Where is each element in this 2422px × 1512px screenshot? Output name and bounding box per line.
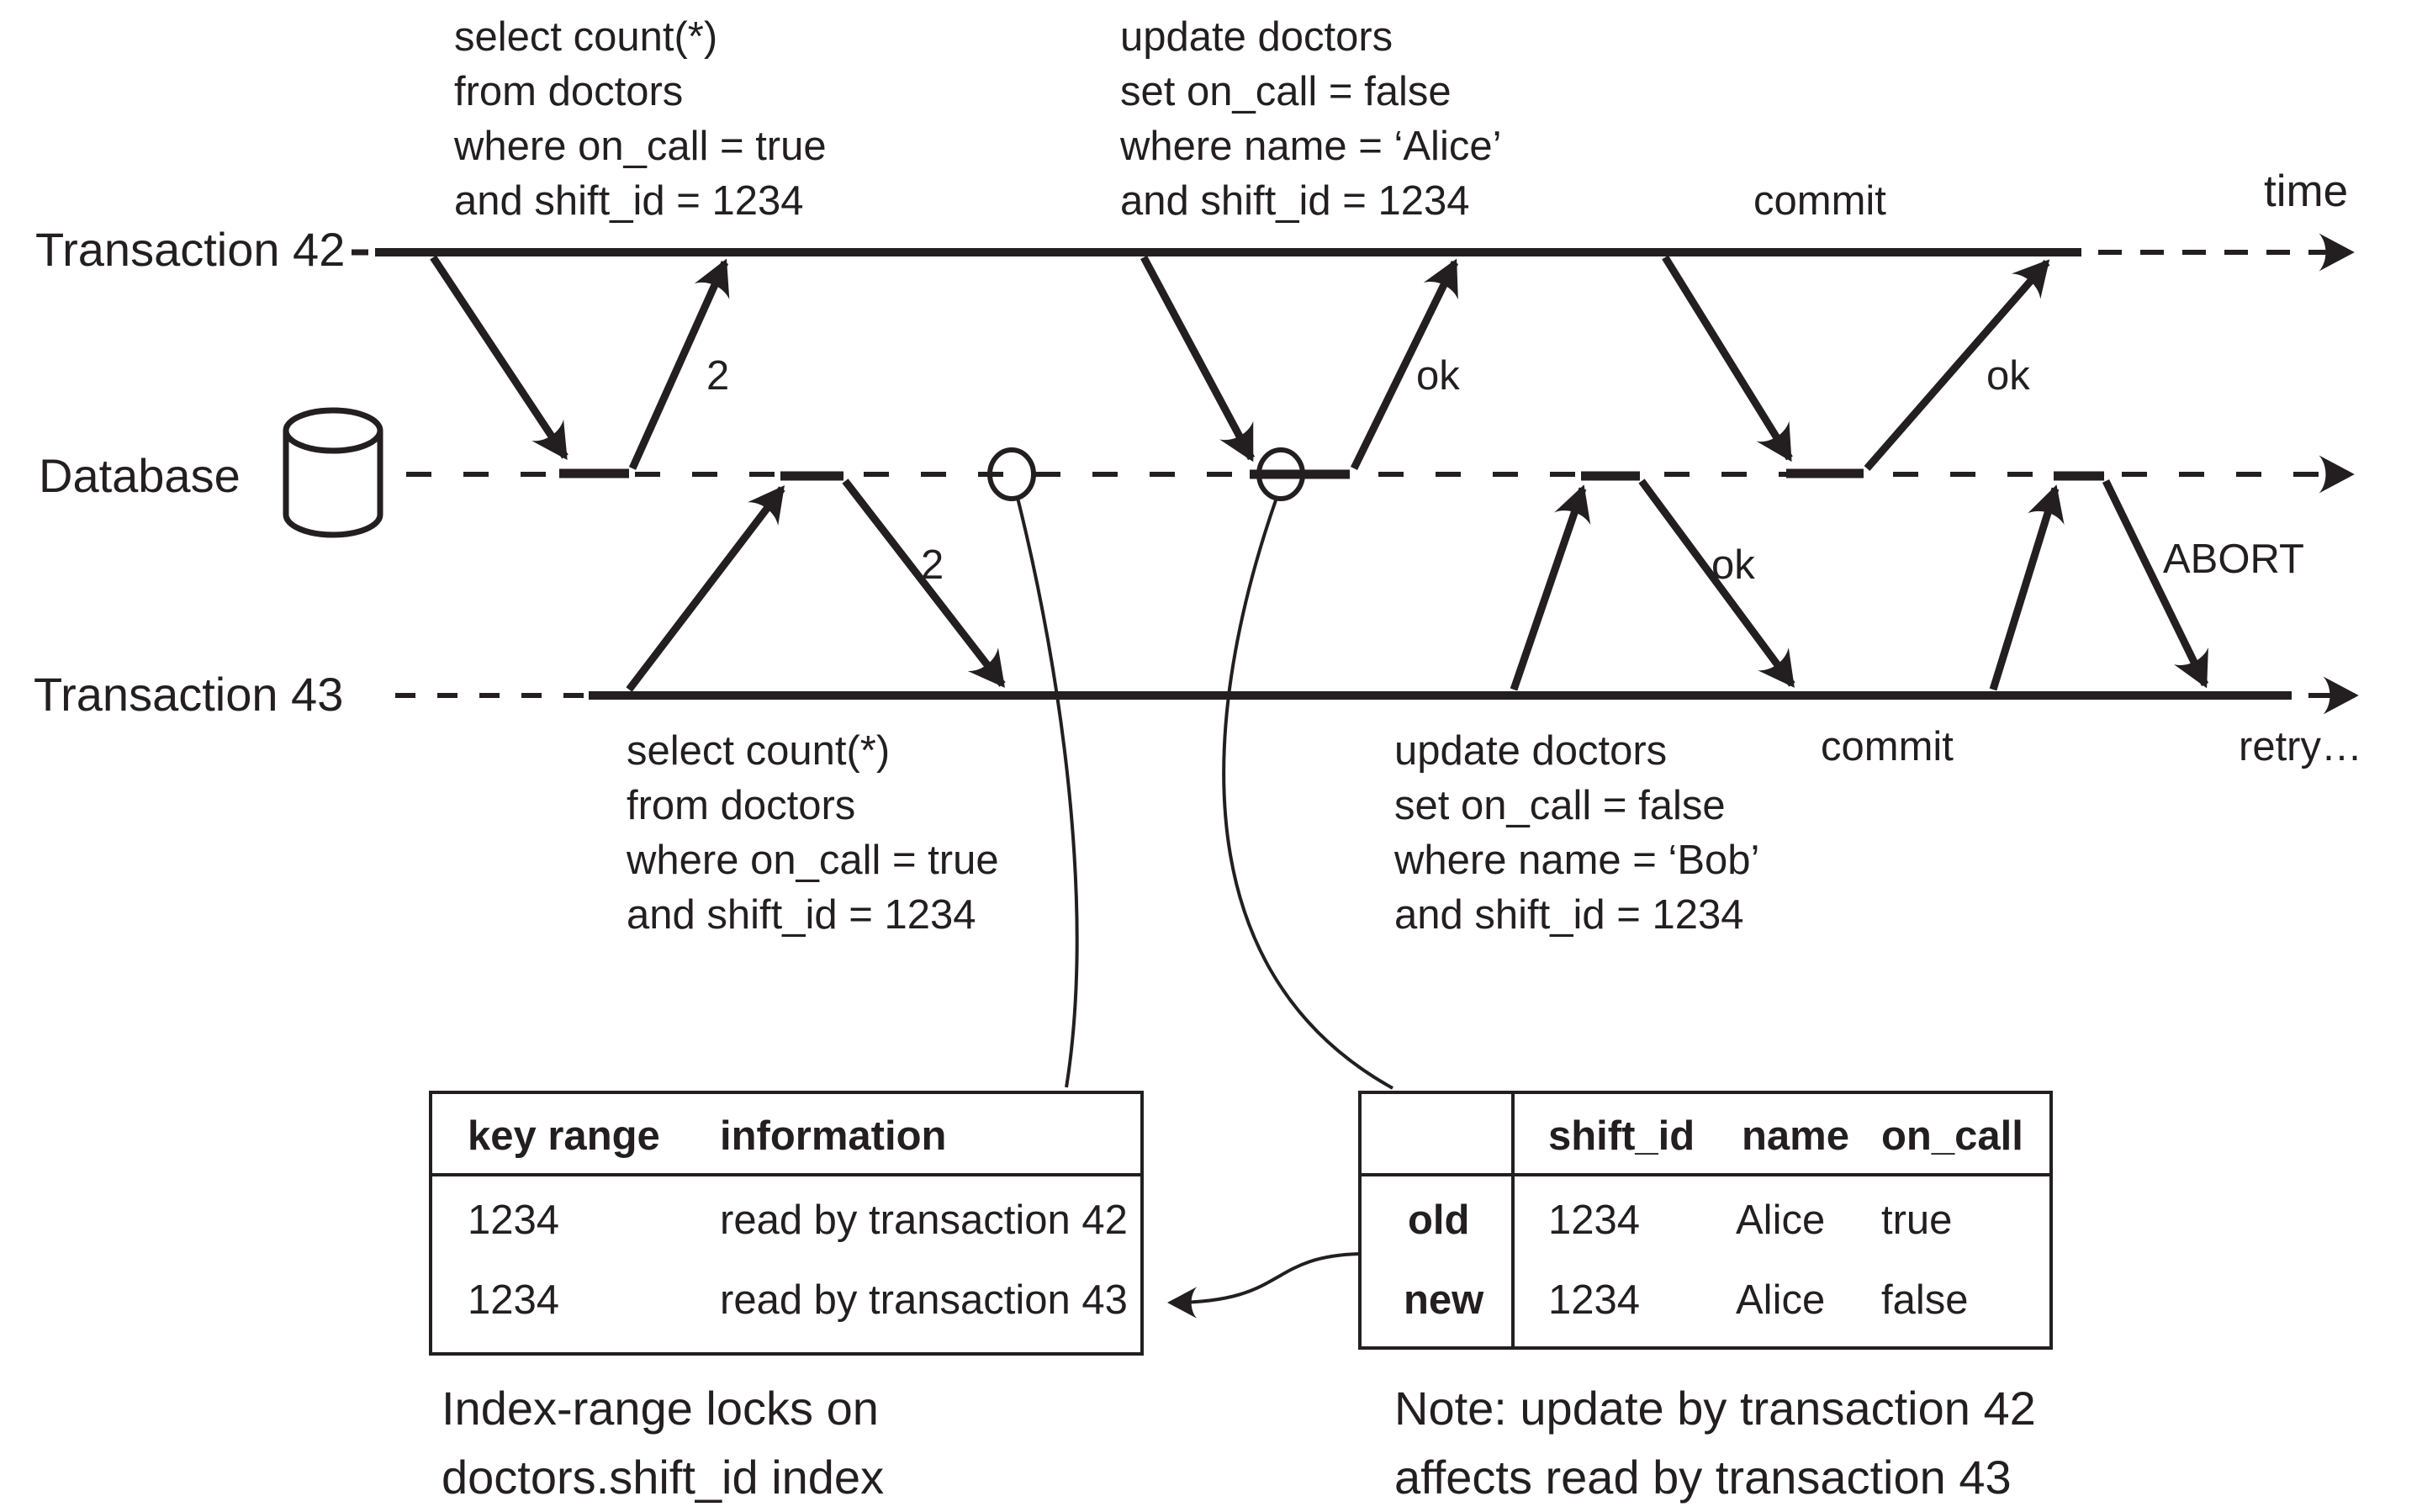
tx43-update-sql: update doctors set on_call = false where…: [1394, 724, 1759, 943]
tx42-update-sql: update doctors set on_call = false where…: [1120, 10, 1501, 229]
tx42-select-arrows: [430, 255, 730, 478]
sql-line: select count(*): [627, 728, 891, 774]
caption-line: Note: update by transaction 42: [1394, 1382, 2036, 1435]
tx43-label: Transaction 43: [34, 668, 344, 721]
db-label: Database: [39, 449, 241, 502]
row-table-old-name: Alice: [1736, 1197, 1826, 1243]
row-table-new-on-call: false: [1881, 1277, 1969, 1323]
lock-table: key range information 1234 read by trans…: [429, 1091, 1144, 1356]
header-separator: [432, 1173, 1140, 1176]
database-icon: [283, 407, 383, 538]
sql-line: where name = ‘Alice’: [1120, 124, 1502, 169]
sql-line: and shift_id = 1234: [627, 892, 976, 938]
sql-line: update doctors: [1120, 14, 1393, 60]
time-label: time: [2264, 167, 2349, 216]
lock-table-r1-info: read by transaction 42: [720, 1197, 1128, 1243]
lock-reference-curves: [1016, 497, 1393, 1090]
lock-circle-1: [987, 447, 1036, 501]
tx43-select-result: 2: [921, 542, 944, 588]
tx43-select-sql: select count(*) from doctors where on_ca…: [627, 724, 999, 943]
lock-table-r2-key: 1234: [468, 1277, 560, 1323]
row-table: shift_id name on_call old 1234 Alice tru…: [1358, 1091, 2053, 1350]
tx43-update-result: ok: [1711, 542, 1755, 588]
row-table-header-name: name: [1742, 1113, 1850, 1159]
sql-line: from doctors: [454, 69, 684, 114]
sql-line: where on_call = true: [627, 838, 999, 883]
retry-label: retry…: [2239, 724, 2362, 769]
sql-line: from doctors: [627, 783, 856, 828]
tx42-label: Transaction 42: [35, 223, 346, 276]
tx42-update-result: ok: [1416, 353, 1460, 399]
note-arrow: [1166, 1252, 1361, 1319]
tx43-update-arrows: [1510, 471, 1795, 691]
sql-line: set on_call = false: [1120, 69, 1452, 114]
sql-line: where on_call = true: [454, 124, 827, 169]
row-table-old-shift-id: 1234: [1548, 1197, 1641, 1243]
sql-line: where name = ‘Bob’: [1394, 838, 1760, 883]
row-table-old-on-call: true: [1881, 1197, 1953, 1243]
row-table-new-name: Alice: [1736, 1277, 1826, 1323]
caption-line: doctors.shift_id index: [442, 1451, 885, 1504]
caption-line: affects read by transaction 43: [1394, 1451, 2012, 1504]
row-table-header-shift-id: shift_id: [1548, 1113, 1695, 1159]
tx42-commit-arrows: [1662, 255, 2050, 478]
sql-line: update doctors: [1394, 728, 1668, 774]
lock-table-caption: Index-range locks on doctors.shift_id in…: [442, 1374, 884, 1512]
curve-circle1-to-lock-table: [1016, 497, 1079, 1088]
tx43-commit-label: commit: [1821, 724, 1954, 769]
sql-line: and shift_id = 1234: [1394, 892, 1744, 938]
sql-line: and shift_id = 1234: [454, 178, 804, 224]
tx42-select-sql: select count(*) from doctors where on_ca…: [454, 10, 827, 229]
lock-table-r2-info: read by transaction 43: [720, 1277, 1128, 1323]
tx42-select-result: 2: [706, 353, 730, 399]
row-header-separator: [1511, 1094, 1515, 1346]
caption-line: Index-range locks on: [442, 1382, 879, 1435]
tx43-commit-result: ABORT: [2163, 537, 2304, 582]
sql-line: select count(*): [454, 14, 718, 60]
header-separator: [1362, 1173, 2049, 1176]
tx42-commit-label: commit: [1753, 178, 1886, 224]
curve-circle2-to-row-table: [1222, 497, 1393, 1090]
lock-table-header-key-range: key range: [468, 1113, 660, 1159]
tx42-commit-result: ok: [1986, 353, 2030, 399]
row-table-header-on-call: on_call: [1881, 1113, 2023, 1159]
sql-line: and shift_id = 1234: [1120, 178, 1470, 224]
tx43-commit-arrows: [1989, 471, 2209, 691]
row-table-caption: Note: update by transaction 42 affects r…: [1394, 1374, 2036, 1512]
row-table-new-label: new: [1404, 1277, 1484, 1323]
tx42-update-arrows: [1140, 255, 1459, 501]
lock-table-header-information: information: [720, 1113, 947, 1159]
row-table-new-shift-id: 1234: [1548, 1277, 1641, 1323]
tx43-select-arrows: [626, 471, 1006, 692]
lock-table-r1-key: 1234: [468, 1197, 560, 1243]
row-table-old-label: old: [1408, 1197, 1470, 1243]
sql-line: set on_call = false: [1394, 783, 1726, 828]
